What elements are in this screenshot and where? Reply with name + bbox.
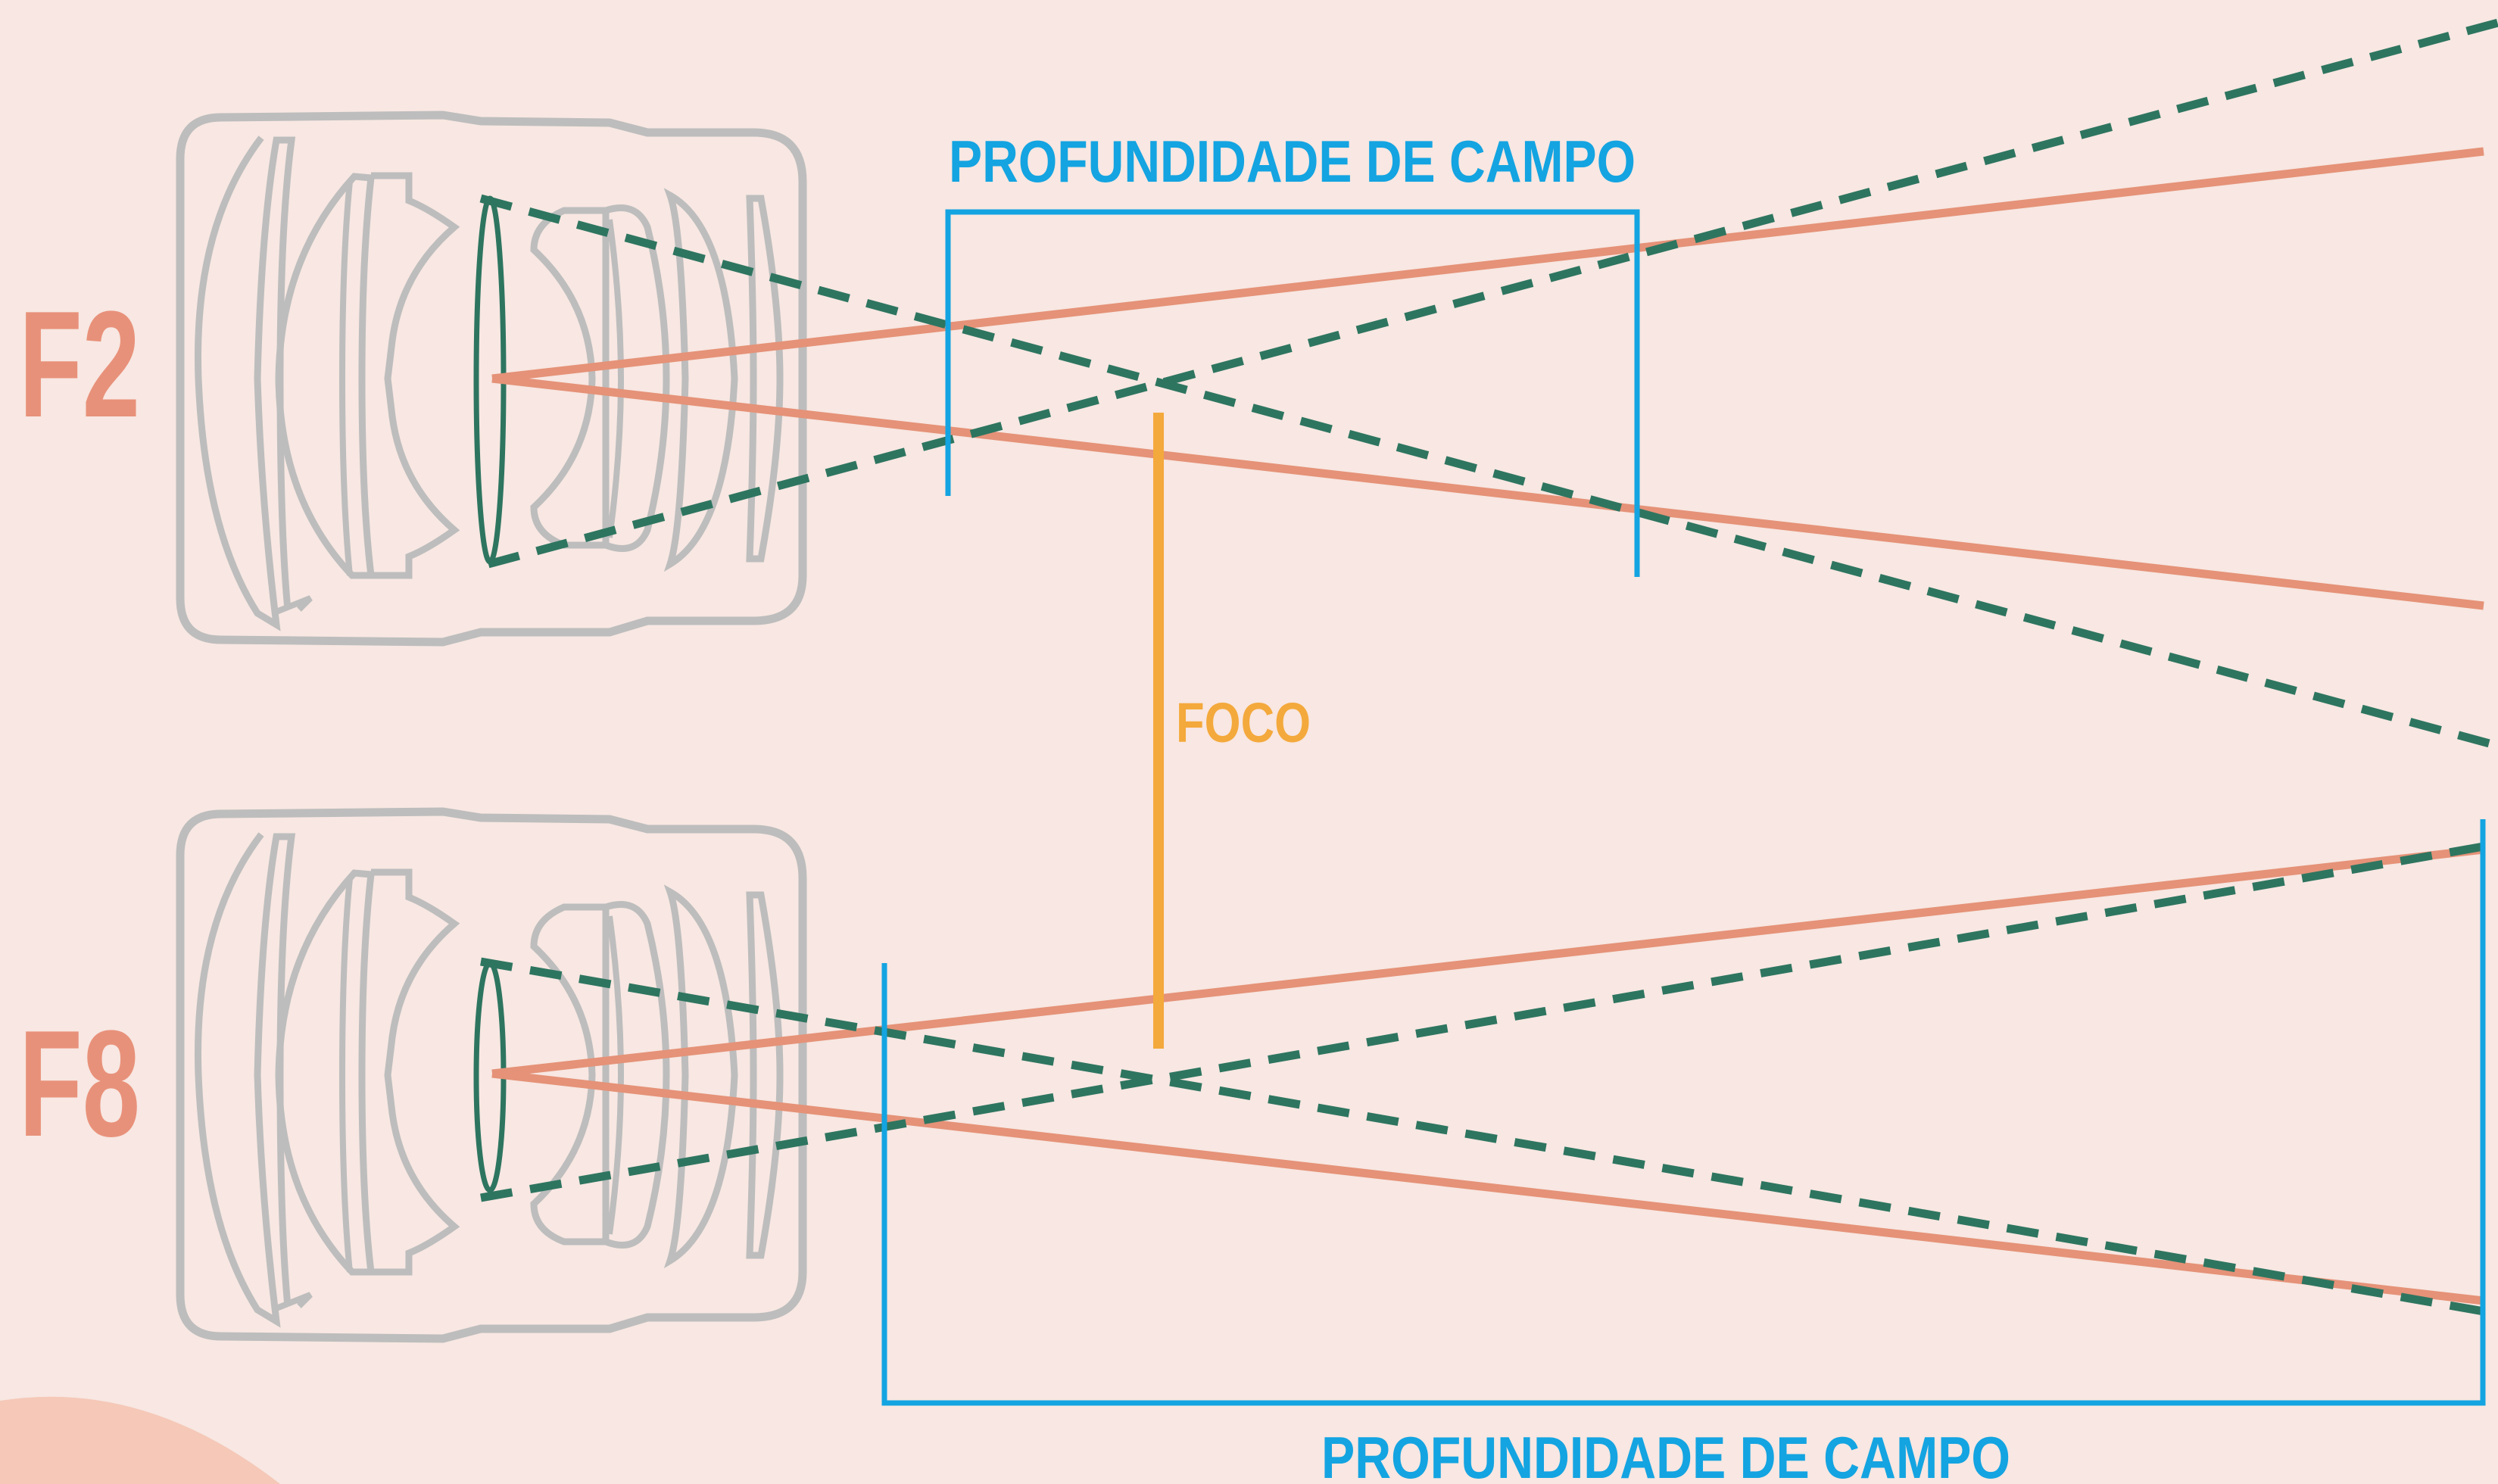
dashed-ray-f8-down	[480, 957, 2484, 1316]
focus-label: FOCO	[1176, 691, 1311, 754]
f-number-f2: F2	[19, 280, 140, 449]
dof-bracket-top	[945, 209, 1640, 577]
ray-f8-lower	[491, 1069, 2484, 1305]
dashed-ray-f2-down	[479, 194, 2498, 750]
ray-f2-lower	[491, 374, 2484, 610]
dof-bracket-bottom	[881, 819, 2486, 1406]
dashed-ray-f8-up	[480, 842, 2484, 1202]
lens-bottom-icon	[180, 812, 803, 1339]
ray-f8-upper	[491, 845, 2484, 1078]
corner-decoration	[0, 1396, 280, 1484]
dof-label-top: PROFUNDIDADE DE CAMPO	[949, 128, 1636, 195]
ray-f2-upper	[491, 147, 2484, 383]
dof-label-bottom: PROFUNDIDADE DE CAMPO	[1321, 1424, 2010, 1484]
dashed-ray-f2-up	[487, 18, 2498, 569]
f-number-f8: F8	[19, 999, 140, 1168]
